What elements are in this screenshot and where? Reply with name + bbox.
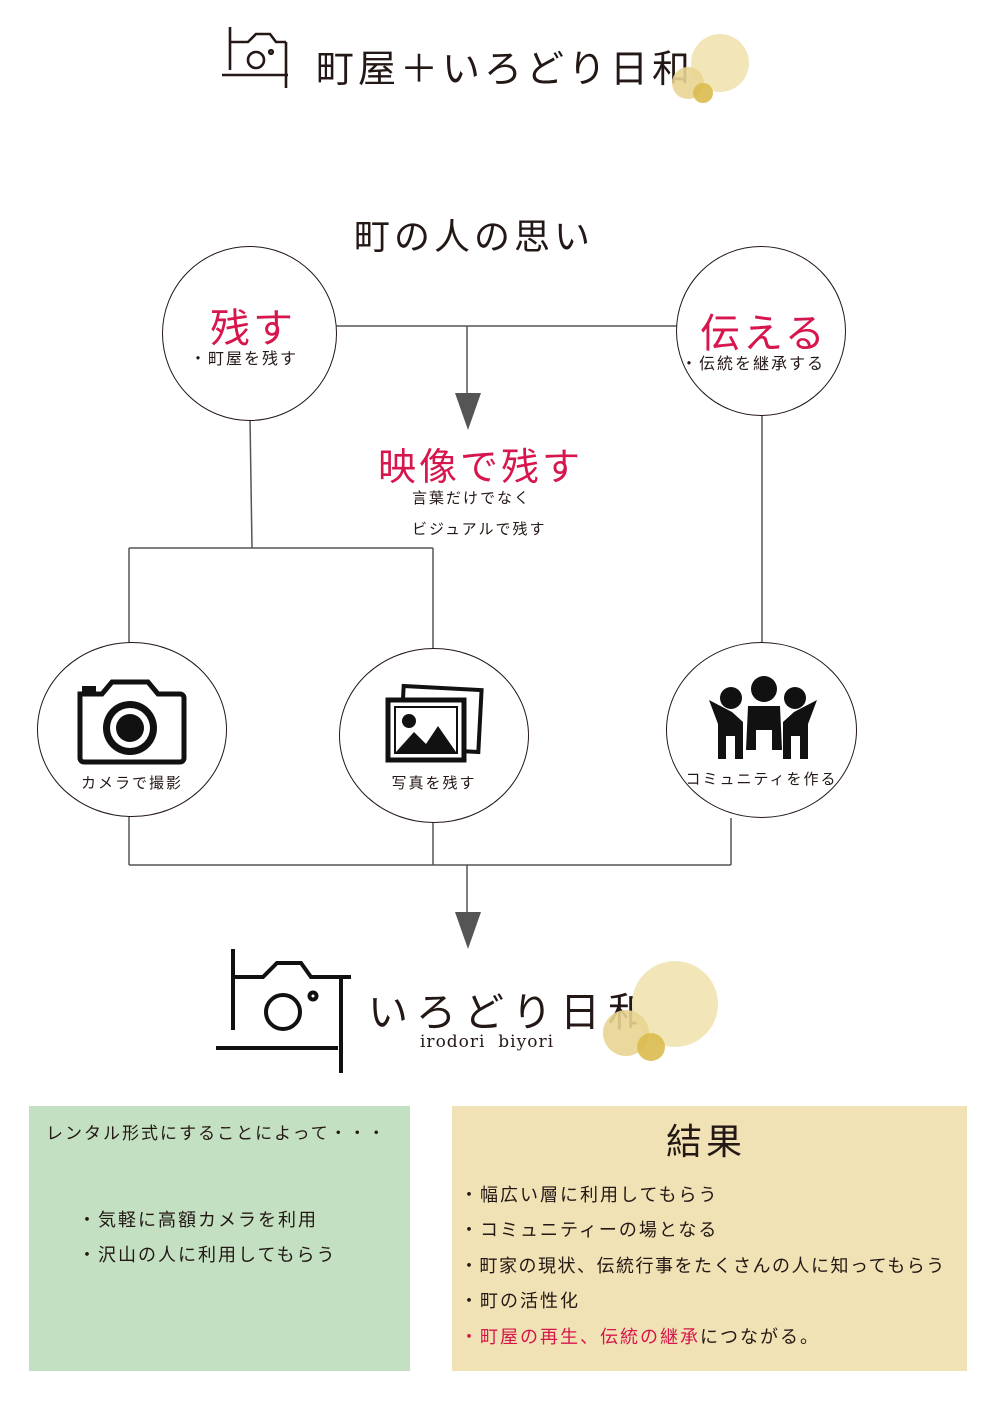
node-photo [339,648,529,823]
node-tsutaeru-sub: ・伝統を継承する [681,354,826,373]
logo-decor-dots [603,961,718,1061]
node-nokosu-heading: 残す [210,306,296,352]
node-tsutaeru [676,246,846,416]
logo-romaji: irodori biyori [420,1032,555,1052]
photos-icon [385,683,484,763]
node-nokosu-sub: ・町屋を残す [190,349,299,368]
node-eizo-line2: ビジュアルで残す [412,520,547,538]
node-eizo-heading: 映像で残す [378,445,584,489]
result-item-5-suffix: につながる。 [700,1327,820,1348]
node-eizo-line1: 言葉だけでなく [412,489,532,507]
result-item-2: ・コミュニティーの場となる [460,1220,719,1241]
header-decor-dots [672,34,749,103]
node-community-caption: コミュニティを作る [685,770,838,788]
people-icon [709,676,817,759]
rental-item-2: ・沢山の人に利用してもらう [78,1245,337,1266]
arrow-down-top [455,393,481,430]
header-title: 町屋＋いろどり日和 [316,47,695,91]
arrow-down-bottom [455,912,481,949]
result-item-1: ・幅広い層に利用してもらう [460,1185,719,1206]
result-title: 結果 [666,1122,747,1163]
main-title: 町の人の思い [354,217,595,258]
node-nokosu [162,246,337,421]
result-item-5-highlight: 町屋の再生、伝統の継承 [480,1327,700,1348]
result-item-5-prefix: ・ [460,1327,480,1348]
logo-name: いろどり日和 [368,990,656,1036]
result-item-4: ・町の活性化 [460,1291,580,1312]
result-item-3: ・町家の現状、伝統行事をたくさんの人に知ってもらう [460,1256,946,1277]
result-item-5: ・町屋の再生、伝統の継承につながる。 [460,1320,820,1356]
rental-item-1: ・気軽に高額カメラを利用 [78,1210,318,1231]
camera-icon [77,679,187,765]
node-photo-caption: 写真を残す [391,774,477,792]
node-tsutaeru-heading: 伝える [700,311,828,357]
node-camera-caption: カメラで撮影 [80,774,183,792]
rental-box [29,1106,410,1371]
header-camera-logo [222,27,288,88]
rental-intro: レンタル形式にすることによって・・・ [46,1124,387,1144]
irodori-camera-logo [216,949,351,1073]
result-box [452,1106,967,1371]
